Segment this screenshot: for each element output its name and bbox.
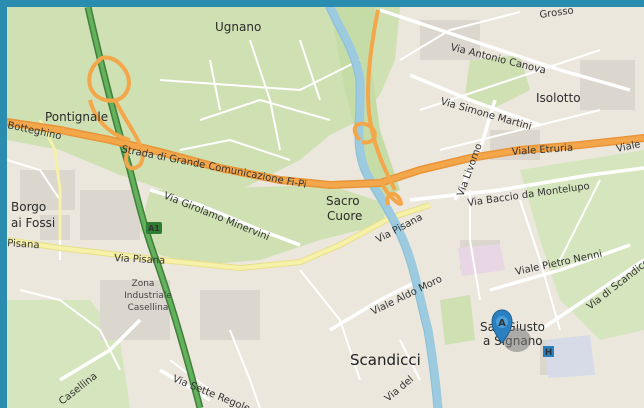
hospital-area bbox=[545, 335, 595, 378]
secondary-roads bbox=[59, 8, 644, 402]
interchange-west bbox=[87, 55, 145, 171]
special-area-pink bbox=[458, 244, 505, 276]
marker-shadow bbox=[503, 328, 531, 352]
a1-shield bbox=[146, 222, 162, 234]
road-a1-motorway-inner bbox=[86, 7, 202, 408]
interchange-east bbox=[352, 9, 403, 206]
place-zona-line2: Industriale bbox=[124, 291, 172, 301]
road-label-pisana-left: Pisana bbox=[7, 238, 40, 251]
marker-pin-inner bbox=[496, 316, 508, 328]
road-yellow-west bbox=[38, 119, 62, 240]
place-pontignale: Pontignale bbox=[45, 110, 108, 124]
place-borgo-line1: Borgo bbox=[11, 200, 46, 214]
place-ugnano: Ugnano bbox=[215, 20, 261, 34]
hospital-icon bbox=[543, 346, 554, 357]
road-label-viale-etruria: Viale Etruria bbox=[511, 143, 573, 158]
green-area-north bbox=[7, 7, 400, 195]
place-zona-line3: Casellina bbox=[128, 303, 169, 313]
green-area-south-west bbox=[7, 300, 130, 408]
hospital-letter: H bbox=[545, 348, 553, 358]
marker-letter: A bbox=[498, 318, 506, 329]
park-isolotto bbox=[465, 55, 530, 110]
road-label-viale-east: Viale bbox=[615, 139, 641, 155]
map-svg: H A1 Ugnano Pontignale Isolotto Borgo ai… bbox=[7, 7, 644, 408]
map-canvas[interactable]: H A1 Ugnano Pontignale Isolotto Borgo ai… bbox=[7, 7, 644, 408]
green-area-river-bank bbox=[330, 7, 400, 200]
road-label-pisana-center: Via Pisana bbox=[114, 253, 166, 267]
place-sacro-line2: Cuore bbox=[327, 209, 362, 223]
river-arno-edge bbox=[325, 7, 435, 408]
location-marker[interactable]: A bbox=[491, 309, 531, 352]
road-via-pisana-inner bbox=[7, 203, 431, 271]
place-zona-line1: Zona bbox=[132, 279, 155, 289]
green-area-east bbox=[520, 150, 644, 340]
minor-roads bbox=[7, 11, 601, 408]
place-sacro-line1: Sacro bbox=[326, 194, 360, 208]
road-fi-pi-inner bbox=[7, 119, 644, 188]
river-arno bbox=[325, 7, 443, 408]
place-scandicci: Scandicci bbox=[350, 351, 421, 369]
place-borgo-line2: ai Fossi bbox=[11, 216, 55, 230]
place-isolotto: Isolotto bbox=[536, 91, 581, 105]
park-south bbox=[440, 295, 475, 345]
a1-shield-label: A1 bbox=[148, 224, 160, 233]
